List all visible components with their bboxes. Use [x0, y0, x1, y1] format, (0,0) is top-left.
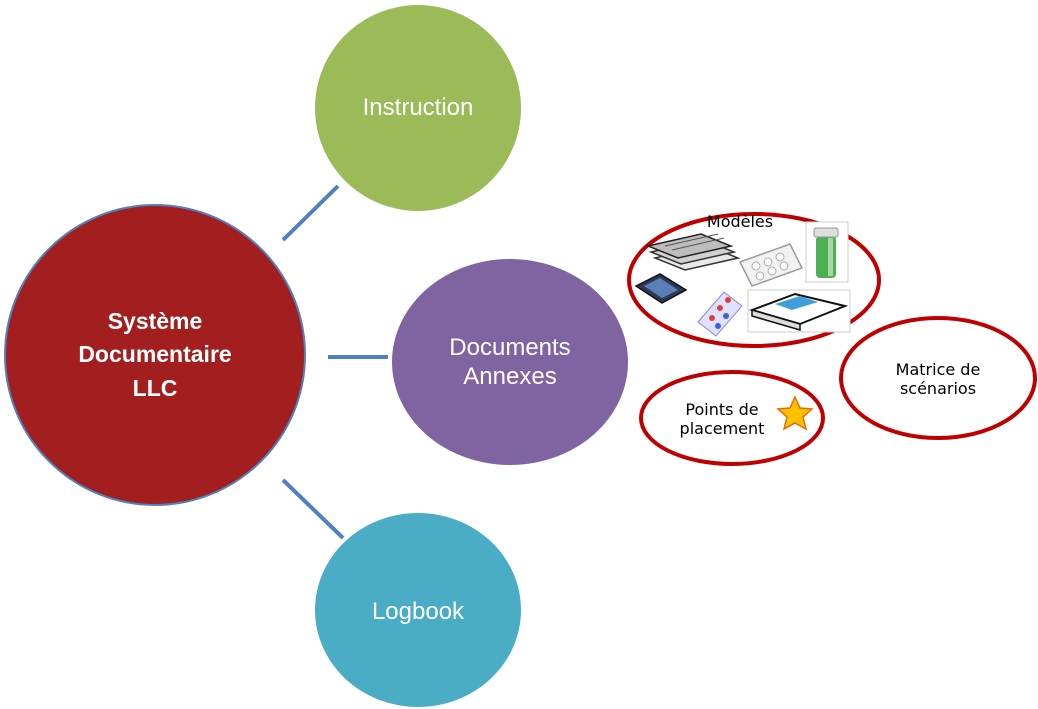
star-icon	[776, 395, 814, 431]
main-node-label: Système Documentaire LLC	[30, 290, 280, 420]
matrice-ellipse	[839, 316, 1037, 440]
instruction-label: Instruction	[362, 93, 474, 121]
modeles-label: Modèles	[706, 212, 774, 232]
documents-label-line-1: Documents	[449, 333, 571, 361]
green-bottle-illustration	[805, 221, 849, 283]
logbook-label: Logbook	[371, 597, 465, 625]
matrice-label-box: Matrice de scénarios	[868, 355, 1008, 403]
points-ellipse	[639, 370, 825, 466]
main-label-line-2: Documentaire	[78, 341, 232, 368]
instruction-node-circle	[315, 5, 521, 211]
connector-main-logbook	[281, 478, 345, 540]
tray-stack-illustration	[645, 233, 741, 271]
points-label-box: Points de placement	[662, 395, 782, 443]
tablet-device-illustration	[634, 273, 688, 304]
blister-strip-illustration	[697, 291, 743, 337]
logbook-node-circle	[315, 513, 521, 707]
documents-label-line-2: Annexes	[463, 362, 557, 390]
main-label-line-3: LLC	[132, 374, 178, 401]
instruction-node-label: Instruction	[318, 88, 518, 128]
documents-node-label: Documents Annexes	[410, 325, 610, 400]
box-tray-illustration	[747, 289, 851, 333]
logbook-node-label: Logbook	[318, 592, 518, 632]
matrice-label-line-2: scénarios	[899, 379, 977, 398]
documents-node-circle	[392, 259, 628, 465]
main-label-line-1: Système	[107, 307, 203, 334]
connector-main-instruction	[281, 184, 340, 242]
blister-pack-illustration	[738, 243, 804, 287]
matrice-label-line-1: Matrice de	[895, 359, 981, 379]
points-label-line-2: placement	[679, 419, 765, 438]
modeles-label-box: Modèles	[695, 210, 785, 234]
modeles-ellipse	[627, 212, 881, 348]
main-node-circle	[4, 204, 306, 506]
points-label-line-1: Points de	[685, 399, 759, 419]
